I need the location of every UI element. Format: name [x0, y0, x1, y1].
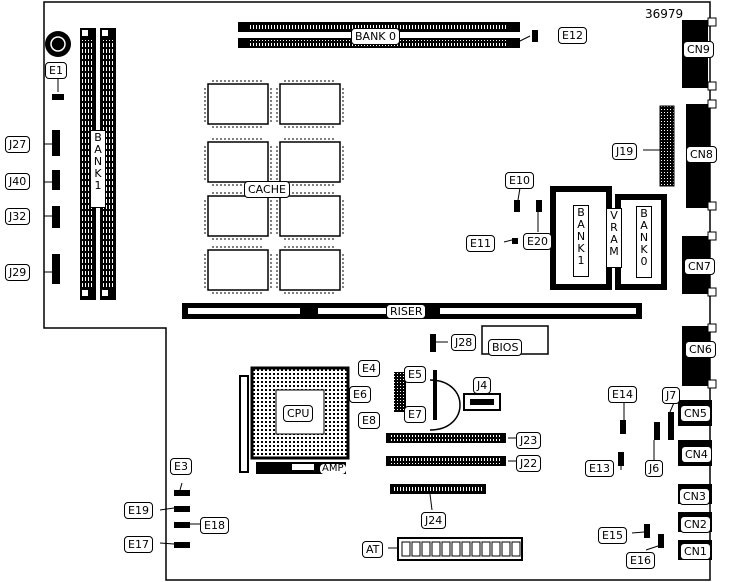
label-j23: J23 [516, 432, 542, 449]
label-bank1-vram: BANK1 [573, 205, 589, 277]
battery-icon [45, 31, 71, 57]
label-cn9: CN9 [683, 41, 714, 58]
label-j22: J22 [516, 455, 542, 472]
label-at: AT [362, 541, 384, 558]
j19-header [659, 105, 675, 187]
label-e5: E5 [404, 366, 426, 383]
label-j32: J32 [5, 208, 31, 225]
label-bios: BIOS [488, 339, 523, 356]
label-e18: E18 [200, 517, 229, 534]
cn-connectors [678, 20, 712, 560]
cache-chips [207, 83, 341, 291]
label-j40: J40 [5, 173, 31, 190]
label-j19: J19 [612, 143, 638, 160]
label-cn3: CN3 [679, 488, 710, 505]
board-outline [43, 1, 711, 581]
label-amp: AMP [320, 463, 346, 474]
label-j6: J6 [645, 460, 664, 477]
label-cn6: CN6 [685, 341, 716, 358]
label-cn4: CN4 [681, 446, 712, 463]
label-bank0-top: BANK 0 [351, 28, 401, 45]
label-j7: J7 [662, 387, 681, 404]
label-e7: E7 [404, 406, 426, 423]
label-cn8: CN8 [686, 146, 717, 163]
label-e13: E13 [585, 460, 614, 477]
figure-id: 36979 [645, 7, 684, 21]
label-j4: J4 [473, 377, 492, 394]
label-e8: E8 [358, 412, 380, 429]
label-e4: E4 [358, 360, 380, 377]
label-cn1: CN1 [680, 543, 711, 560]
label-bank1-left: BANK1 [90, 130, 106, 208]
label-e3: E3 [170, 458, 192, 475]
label-e6: E6 [349, 386, 371, 403]
label-e19: E19 [124, 502, 153, 519]
label-cn5: CN5 [680, 405, 711, 422]
label-cn2: CN2 [680, 516, 711, 533]
label-e16: E16 [626, 552, 655, 569]
label-j28: J28 [451, 334, 477, 351]
bank1-simm-sockets [80, 28, 116, 300]
label-cpu: CPU [283, 405, 314, 422]
label-j29: J29 [5, 264, 31, 281]
label-e17: E17 [124, 536, 153, 553]
label-bank0-vram: BANK0 [636, 206, 652, 278]
label-riser: RISER [386, 304, 427, 319]
label-e20: E20 [523, 233, 552, 250]
label-cn7: CN7 [684, 258, 715, 275]
label-cache: CACHE [244, 181, 290, 198]
label-e10: E10 [505, 172, 534, 189]
label-j27: J27 [5, 136, 31, 153]
label-j24: J24 [421, 512, 447, 529]
label-e12: E12 [558, 27, 587, 44]
label-e11: E11 [466, 235, 495, 252]
label-vram: VRAM [606, 208, 622, 268]
label-e14: E14 [608, 386, 637, 403]
label-e15: E15 [598, 527, 627, 544]
vram-chips [550, 186, 667, 290]
label-e1: E1 [45, 62, 67, 79]
